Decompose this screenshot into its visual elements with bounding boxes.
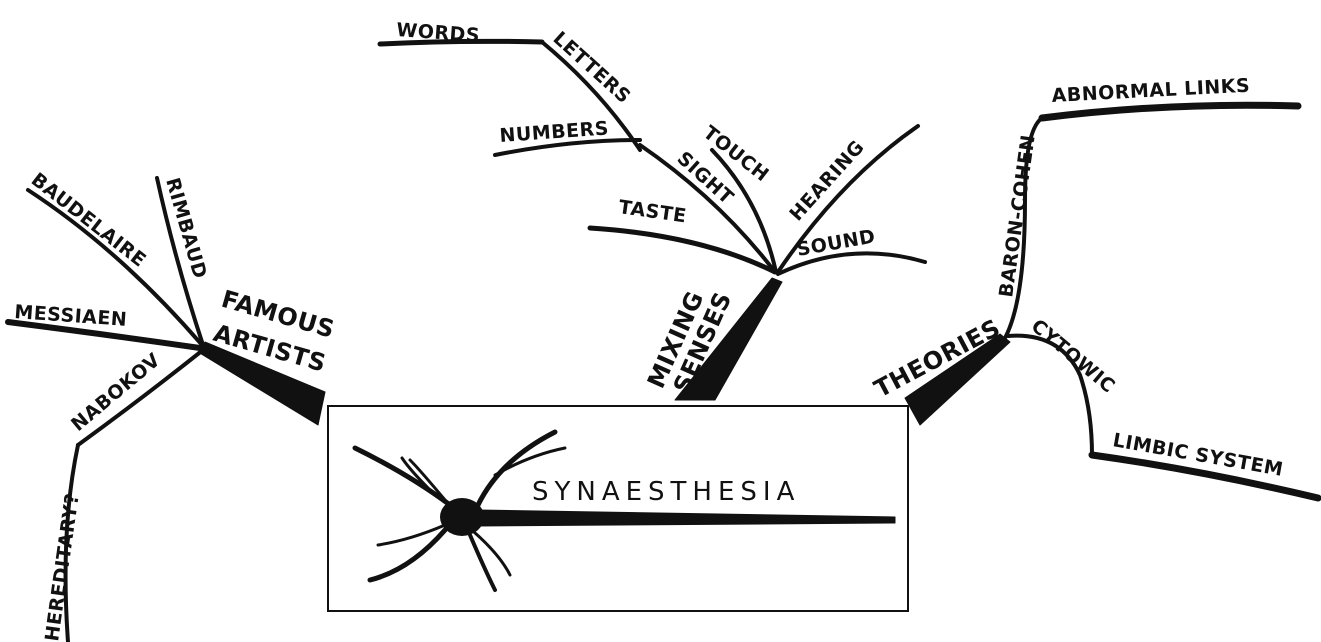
center-title: SYNAESTHESIA <box>532 477 800 507</box>
branch-abnormal-links <box>1042 105 1298 118</box>
label-baron-cohen: BARON-COHEN <box>995 133 1040 299</box>
branch-group-theories: BARON-COHEN ABNORMAL LINKS CYTOWIC LIMBI… <box>870 75 1318 498</box>
central-node: SYNAESTHESIA <box>328 406 908 611</box>
branch-group-senses: WORDS LETTERS NUMBERS TOUCH SIGHT HEARIN… <box>380 19 925 400</box>
label-taste: TASTE <box>617 196 688 227</box>
branch-taste <box>590 228 775 272</box>
label-hereditary: HEREDITARY? <box>41 492 84 642</box>
label-hearing: HEARING <box>785 136 868 225</box>
label-baudelaire: BAUDELAIRE <box>27 169 150 272</box>
branch-group-artists: BAUDELAIRE RIMBAUD MESSIAEN NABOKOV HERE… <box>8 169 338 642</box>
center-box <box>328 406 908 611</box>
label-cytowic: CYTOWIC <box>1027 315 1120 398</box>
label-letters: LETTERS <box>549 27 635 108</box>
